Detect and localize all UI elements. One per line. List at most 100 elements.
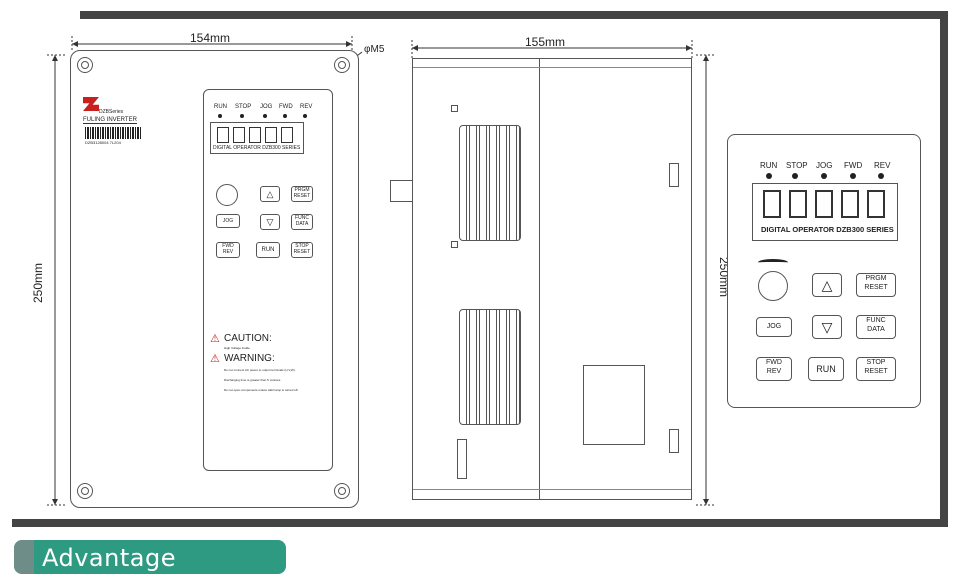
big-run-button[interactable]: RUN bbox=[808, 357, 844, 381]
digit-4 bbox=[265, 127, 277, 143]
big-up-button[interactable]: △ bbox=[812, 273, 842, 297]
big-stop-reset-button[interactable]: STOP RESET bbox=[856, 357, 896, 381]
led-label-jog: JOG bbox=[260, 104, 273, 110]
led-rev bbox=[303, 114, 307, 118]
digit-display: DIGITAL OPERATOR DZB300 SERIES bbox=[210, 122, 304, 154]
jog-button[interactable]: JOG bbox=[216, 214, 240, 228]
data-label: DATA bbox=[295, 221, 309, 227]
big-led-stop bbox=[792, 173, 798, 179]
big-led-label-fwd: FWD bbox=[844, 161, 863, 170]
side-slot-top bbox=[669, 163, 679, 187]
advantage-label: Advantage bbox=[42, 544, 176, 572]
big-digit-1 bbox=[763, 190, 781, 218]
side-square-1 bbox=[451, 105, 458, 112]
func-label: FUNC bbox=[295, 215, 309, 221]
led-label-rev: REV bbox=[300, 104, 313, 110]
big-potentiometer-knob[interactable] bbox=[758, 271, 788, 301]
big-reset-label: RESET bbox=[864, 284, 888, 291]
run-button[interactable]: RUN bbox=[256, 242, 280, 258]
potentiometer-knob[interactable] bbox=[216, 184, 238, 206]
led-run bbox=[218, 114, 222, 118]
big-led-run bbox=[766, 173, 772, 179]
side-square-2 bbox=[451, 241, 458, 248]
big-fwd-label: FWD bbox=[766, 359, 782, 366]
side-connector bbox=[390, 180, 413, 202]
big-prgm-reset-button[interactable]: PRGM RESET bbox=[856, 273, 896, 297]
led-stop bbox=[240, 114, 244, 118]
big-led-label-rev: REV bbox=[874, 161, 891, 170]
mount-hole-top-left bbox=[77, 57, 93, 73]
advantage-tab bbox=[14, 540, 286, 574]
big-led-jog bbox=[821, 173, 827, 179]
mount-hole-bottom-right bbox=[334, 483, 350, 499]
big-rev-label: REV bbox=[766, 368, 782, 375]
caution-icon: ⚠ bbox=[210, 333, 220, 345]
led-label-stop: STOP bbox=[235, 104, 252, 110]
mount-hole-bottom-left bbox=[77, 483, 93, 499]
product-name: FULING INVERTER bbox=[83, 117, 137, 124]
warning-icon: ⚠ bbox=[210, 353, 220, 365]
big-led-rev bbox=[878, 173, 884, 179]
big-digit-5 bbox=[867, 190, 885, 218]
front-width-label: 154mm bbox=[190, 31, 231, 45]
down-button[interactable]: ▽ bbox=[260, 214, 280, 230]
big-func-label: FUNC bbox=[866, 317, 886, 324]
reset-label: RESET bbox=[293, 193, 311, 199]
big-digit-4 bbox=[841, 190, 859, 218]
inverter-side-view bbox=[412, 58, 692, 500]
warning-line-3: Do not open components unless LED lamp i… bbox=[224, 388, 299, 392]
digit-1 bbox=[217, 127, 229, 143]
fwd-label: FWD bbox=[222, 243, 234, 249]
big-led-label-stop: STOP bbox=[786, 161, 808, 170]
big-led-label-run: RUN bbox=[760, 161, 778, 170]
digit-3 bbox=[249, 127, 261, 143]
side-bottom-edge bbox=[413, 489, 691, 490]
hole-size-label: φM5 bbox=[364, 44, 385, 55]
led-label-run: RUN bbox=[214, 104, 227, 110]
big-series-label: DIGITAL OPERATOR DZB300 SERIES bbox=[761, 225, 894, 234]
lower-vents bbox=[459, 309, 521, 425]
rev-label: REV bbox=[222, 249, 234, 255]
enlarged-operator-panel: RUN STOP JOG FWD REV DIGITAL OPERATOR DZ… bbox=[727, 134, 921, 408]
big-led-label-jog: JOG bbox=[816, 161, 833, 170]
inverter-front-view: DZBSeries FULING INVERTER DZB3128004 7L2… bbox=[70, 50, 359, 508]
digit-2 bbox=[233, 127, 245, 143]
stop-label: STOP bbox=[295, 243, 309, 249]
big-jog-button[interactable]: JOG bbox=[756, 317, 792, 337]
small-operator-panel: RUN STOP JOG FWD REV DIGITAL OPERATOR DZ… bbox=[203, 89, 333, 471]
frame-top-bar bbox=[80, 11, 948, 19]
stop-reset-label: RESET bbox=[293, 249, 311, 255]
big-down-button[interactable]: ▽ bbox=[812, 315, 842, 339]
side-divider bbox=[539, 59, 540, 499]
big-digit-2 bbox=[789, 190, 807, 218]
caution-sub: High Voltage Inside bbox=[224, 346, 250, 350]
big-led-fwd bbox=[850, 173, 856, 179]
big-prgm-label: PRGM bbox=[865, 275, 887, 282]
series-label: DIGITAL OPERATOR DZB300 SERIES bbox=[213, 145, 301, 151]
big-stop-reset-label: RESET bbox=[864, 368, 888, 375]
big-digit-3 bbox=[815, 190, 833, 218]
led-jog bbox=[263, 114, 267, 118]
side-window bbox=[583, 365, 645, 445]
warning-line-2: Discharging time is greater than 5 minut… bbox=[224, 378, 282, 382]
big-fwd-rev-button[interactable]: FWD REV bbox=[756, 357, 792, 381]
big-stop-label: STOP bbox=[866, 359, 886, 366]
up-button[interactable]: △ bbox=[260, 186, 280, 202]
upper-vents bbox=[459, 125, 521, 241]
frame-bottom-bar bbox=[12, 519, 948, 527]
side-slot-bottom bbox=[669, 429, 679, 453]
side-width-label: 155mm bbox=[525, 35, 566, 49]
brand-series: DZBSeries bbox=[99, 109, 124, 115]
digit-5 bbox=[281, 127, 293, 143]
warning-line-1: Do not connect AC power to output termin… bbox=[224, 368, 296, 372]
led-fwd bbox=[283, 114, 287, 118]
big-knob-arc bbox=[758, 259, 788, 266]
caution-title: CAUTION: bbox=[224, 333, 272, 344]
side-top-edge bbox=[413, 67, 691, 68]
